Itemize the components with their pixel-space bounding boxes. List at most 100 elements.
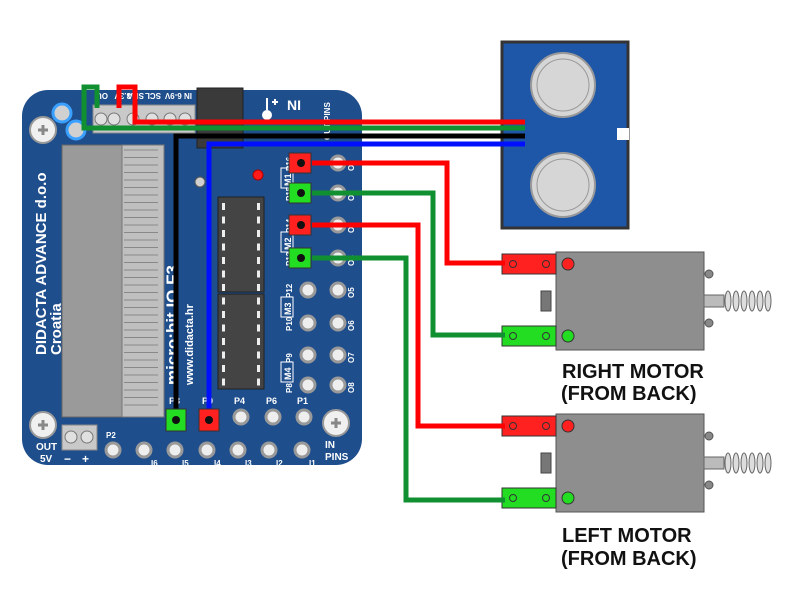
input-pin-hole[interactable] <box>293 441 311 459</box>
chip-pin <box>222 297 225 305</box>
out-label: O6 <box>347 320 356 331</box>
pin-hole[interactable] <box>299 281 317 299</box>
pin-connector[interactable] <box>165 408 187 432</box>
out-label: O7 <box>347 352 356 363</box>
chip-pin <box>257 351 260 359</box>
bottom-top-pin-label: P4 <box>234 396 245 406</box>
mount-hole <box>194 176 206 188</box>
product-name: micro:bit IO F3 <box>163 265 182 385</box>
in-pins-label-1: IN <box>325 440 335 451</box>
out5v-label-1: OUT <box>36 442 57 453</box>
out-pin-hole[interactable] <box>329 314 347 332</box>
terminal-in-label: IN 6-9V <box>164 91 192 100</box>
chip-pin <box>257 257 260 264</box>
ultrasonic-sensor <box>500 40 630 230</box>
wire-green-sensor <box>81 84 525 131</box>
right-motor <box>501 251 772 351</box>
out5v-plus: + <box>82 452 89 466</box>
motor-terminal-green[interactable] <box>501 487 575 509</box>
screw-icon <box>29 411 57 439</box>
chip-pin <box>257 311 260 318</box>
bottom-pin-hole[interactable] <box>232 408 250 426</box>
out-label: O5 <box>347 287 356 298</box>
terminal-33v-label: 3.3V <box>114 91 131 100</box>
chip-pin <box>222 203 225 210</box>
bottom-pin-hole[interactable] <box>295 408 313 426</box>
input-pin-hole[interactable] <box>198 441 216 459</box>
pin-hole[interactable] <box>299 314 317 332</box>
chip-pin <box>257 230 260 237</box>
pin-label: P10 <box>285 316 294 331</box>
pin-connector[interactable] <box>288 182 312 204</box>
chip-pin <box>222 243 225 251</box>
motor-label-box <box>280 361 294 383</box>
input-pin-hole[interactable] <box>166 441 184 459</box>
bottom-top-pin-label: P6 <box>266 396 277 406</box>
chip-pin <box>222 351 225 359</box>
pin-connector[interactable] <box>198 408 220 432</box>
pin-hole[interactable] <box>299 376 317 394</box>
vendor-name: DIDACTA ADVANCE d.o.o <box>33 173 50 355</box>
motor-label: M4 <box>283 367 293 380</box>
chip-pin <box>222 257 225 264</box>
wire-red-left-motor <box>312 222 505 429</box>
out-pin-hole[interactable] <box>329 281 347 299</box>
out5v-label-2: 5V <box>40 454 53 465</box>
motor-label-box <box>280 296 294 318</box>
pin-connector[interactable] <box>288 152 312 174</box>
motor-spring-icon <box>703 290 772 312</box>
chip-pin <box>257 270 260 278</box>
bottom-pin-hole[interactable] <box>264 408 282 426</box>
dc-jack <box>196 87 244 149</box>
input-pin-label: I2 <box>276 459 283 468</box>
chip-pin <box>257 365 260 372</box>
out-pin-hole[interactable] <box>329 376 347 394</box>
motor-label-box <box>280 231 294 253</box>
chip-pin <box>257 324 260 332</box>
motor-terminal-red[interactable] <box>501 253 575 275</box>
pin-connector[interactable] <box>288 214 312 236</box>
input-pin-label: I5 <box>182 459 189 468</box>
motor-terminal-red[interactable] <box>501 415 575 437</box>
chip-pin <box>222 284 225 291</box>
ic-chip-2 <box>217 293 265 390</box>
pin-hole[interactable] <box>299 346 317 364</box>
out5v-minus: − <box>64 452 71 466</box>
out-pin-hole[interactable] <box>329 346 347 364</box>
io-board: OU 3.3V SDA SCL IN 6-9V NI OUT PINS DIDA… <box>22 87 362 468</box>
motor-terminal-green[interactable] <box>501 325 575 347</box>
out-label: O8 <box>347 382 356 393</box>
in-symbol-label: NI <box>287 97 301 113</box>
motor-body <box>555 251 705 351</box>
left-motor-caption-1: LEFT MOTOR <box>562 525 692 547</box>
right-motor-caption-1: RIGHT MOTOR <box>562 361 704 383</box>
in-pins-label-2: PINS <box>325 452 349 463</box>
microbit-slot <box>61 144 123 418</box>
pin-label: P12 <box>285 283 294 298</box>
input-pin-hole[interactable] <box>260 441 278 459</box>
sensor-transducer-icon <box>530 52 596 118</box>
input-pin-hole[interactable] <box>104 441 122 459</box>
chip-pin <box>222 216 225 224</box>
pin-connector[interactable] <box>288 247 312 269</box>
vendor-country: Croatia <box>48 303 65 355</box>
chip-pin <box>257 338 260 345</box>
input-pin-hole[interactable] <box>135 441 153 459</box>
led-ring-icon <box>51 102 73 124</box>
power-symbol-icon <box>262 98 278 120</box>
chip-pin <box>257 378 260 386</box>
terminal-ou-label: OU <box>96 91 108 100</box>
wire-red-right-motor <box>312 160 505 266</box>
motor-label: M1 <box>283 173 293 186</box>
pin-label: P8 <box>285 383 294 393</box>
chip-pin <box>257 297 260 305</box>
product-url: www.didacta.hr <box>184 303 196 386</box>
left-motor <box>501 413 772 513</box>
chip-pin <box>222 324 225 332</box>
wire-red-sensor <box>116 84 525 125</box>
input-pin-label: I3 <box>245 459 252 468</box>
input-pin-hole[interactable] <box>229 441 247 459</box>
input-pin-label: P2 <box>106 431 116 440</box>
chip-pin <box>222 230 225 237</box>
ic-chip-1 <box>217 196 265 293</box>
